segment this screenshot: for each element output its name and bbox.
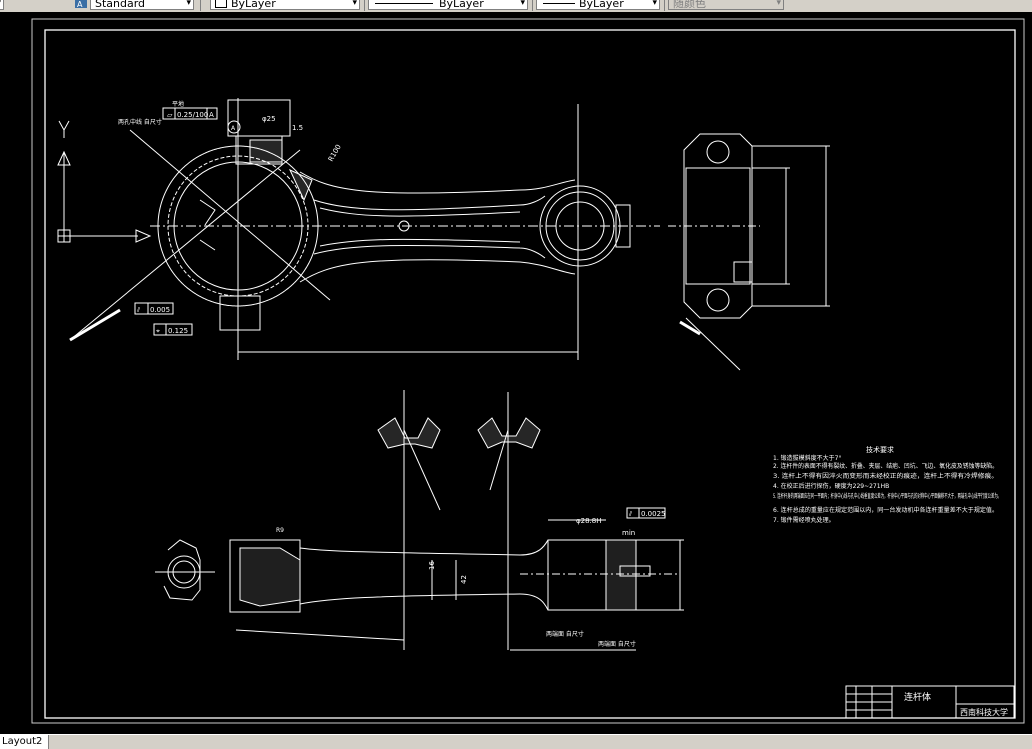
- position-symbol: ⌖: [156, 327, 160, 335]
- ucs-icon: [57, 120, 152, 243]
- chevron-down-icon: ▾: [652, 0, 657, 8]
- tol-bore-value: 0.0025: [641, 510, 666, 518]
- tech-note-5: 5. 连杆杆身的两端面应在同一平面内；杆身中心线与孔中心线垂直度公差为，杆身中心…: [773, 492, 1001, 500]
- drawing-canvas[interactable]: ⏥ 0.25/100 A A ⫽ 0.005 ⌖ 0.125 φ25 1.5 R…: [0, 12, 1032, 734]
- datum-label: A: [209, 111, 214, 119]
- sheet-outer-border: [31, 18, 1025, 724]
- drawing-sheet: ⏥ 0.25/100 A A ⫽ 0.005 ⌖ 0.125 φ25 1.5 R…: [31, 18, 1025, 724]
- toolbar-separator: [364, 0, 365, 11]
- tech-note-7: 7. 锻件需经喷丸处理。: [773, 516, 835, 524]
- lineweight-select[interactable]: ByLayer ▾: [536, 0, 660, 10]
- text-style-select[interactable]: Standard ▾: [90, 0, 194, 10]
- linetype-select[interactable]: ByLayer ▾: [368, 0, 528, 10]
- title-block-text: 连杆体 西南科技大学: [904, 691, 1008, 717]
- note-bolt-a: 两端面 自尺寸: [546, 630, 584, 638]
- text-style-value: Standard: [95, 0, 146, 10]
- toolbar-separator: [200, 0, 201, 11]
- bore-parallel-symbol: ⫽: [628, 510, 633, 518]
- radius2-label: R9: [276, 527, 284, 534]
- part-name: 连杆体: [904, 691, 931, 703]
- text-style-dropdown-tail[interactable]: ▾: [0, 0, 4, 10]
- chevron-down-icon: ▾: [352, 0, 357, 8]
- plot-style-value: 随颜色: [673, 0, 706, 10]
- rod-bottom-view: [155, 507, 684, 651]
- tol-parallel-value: 0.005: [150, 306, 170, 314]
- title-block: [845, 685, 1015, 719]
- toolbar-separator: [532, 0, 533, 11]
- radius-label: R100: [327, 143, 343, 163]
- properties-toolbar: ▾ A Standard ▾ ByLayer ▾ ByLayer ▾ ByLayer ▾…: [0, 0, 1032, 13]
- gdt-frames: [69, 107, 241, 342]
- dia-small-label: φ25: [262, 115, 276, 123]
- tech-note-6: 6. 连杆总成的重量应在规定范围以内，同一台发动机中各连杆重量差不大于规定值。: [773, 506, 998, 514]
- color-value: ByLayer: [231, 0, 276, 10]
- tech-note-2: 2. 连杆件的表面不得有裂纹、折叠、夹层、结疤、凹坑、飞边、氧化皮及锈蚀等缺陷。: [773, 462, 998, 470]
- rod-front-view: [69, 98, 660, 360]
- toolbar-separator: [664, 0, 665, 11]
- tech-title: 技术要求: [866, 445, 894, 454]
- tol-position-value: 0.125: [168, 327, 188, 335]
- section-views: [377, 390, 541, 650]
- dim-42-label: 42: [460, 575, 468, 584]
- dim-16-label: 16: [428, 561, 436, 570]
- linetype-preview-icon: [375, 3, 433, 4]
- sheet-inner-border: [44, 29, 1016, 719]
- flatness-symbol: ⏥: [167, 111, 173, 119]
- linetype-value: ByLayer: [439, 0, 484, 10]
- parallel-symbol: ⫽: [136, 306, 141, 314]
- flatness-value: 0.25/100: [177, 111, 208, 119]
- lineweight-preview-icon: [543, 3, 575, 4]
- tech-requirements: 技术要求 1. 锻造拔模斜度不大于7° 2. 连杆件的表面不得有裂纹、折叠、夹层…: [773, 445, 1001, 524]
- tab-layout2[interactable]: Layout2: [0, 735, 50, 749]
- datum-marker-label: A: [231, 125, 236, 132]
- front-view-labels: ⏥ 0.25/100 A A ⫽ 0.005 ⌖ 0.125 φ25 1.5 R…: [118, 100, 343, 335]
- tech-note-3: 3. 连杆上不得有因淬火而变形而未经校正的痕迹，连杆上不得有冷焊修痕。: [773, 472, 998, 480]
- tech-note-4: 4. 在校正后进行探伤，硬度为229~271HB: [773, 482, 889, 490]
- dia-bore-label: φ28.8H: [576, 517, 601, 525]
- chevron-down-icon: ▾: [186, 0, 191, 8]
- layout-tab-bar: Layout2: [0, 734, 1032, 749]
- lineweight-value: ByLayer: [579, 0, 624, 10]
- tech-note-1: 1. 锻造拔模斜度不大于7°: [773, 454, 841, 462]
- note-bolt-b: 两端面 自尺寸: [598, 640, 636, 648]
- svg-text:A: A: [77, 0, 83, 9]
- color-select[interactable]: ByLayer ▾: [210, 0, 360, 10]
- school-name: 西南科技大学: [960, 707, 1008, 717]
- rod-side-view: [668, 133, 830, 371]
- chevron-down-icon: ▾: [776, 0, 781, 8]
- text-style-icon: A: [75, 0, 87, 9]
- bottom-view-labels: φ28.8H ⫽ 0.0025 min 16 42 R9 两端面 自尺寸 两端面…: [276, 510, 666, 648]
- plot-style-select[interactable]: 随颜色 ▾: [668, 0, 784, 10]
- color-swatch-icon: [215, 0, 227, 8]
- note-left: 两孔中线 自尺寸: [118, 118, 162, 126]
- min-label: min: [622, 529, 635, 537]
- dim-15-label: 1.5: [292, 124, 303, 132]
- chevron-down-icon: ▾: [520, 0, 525, 8]
- note-flat: 平地: [172, 100, 184, 108]
